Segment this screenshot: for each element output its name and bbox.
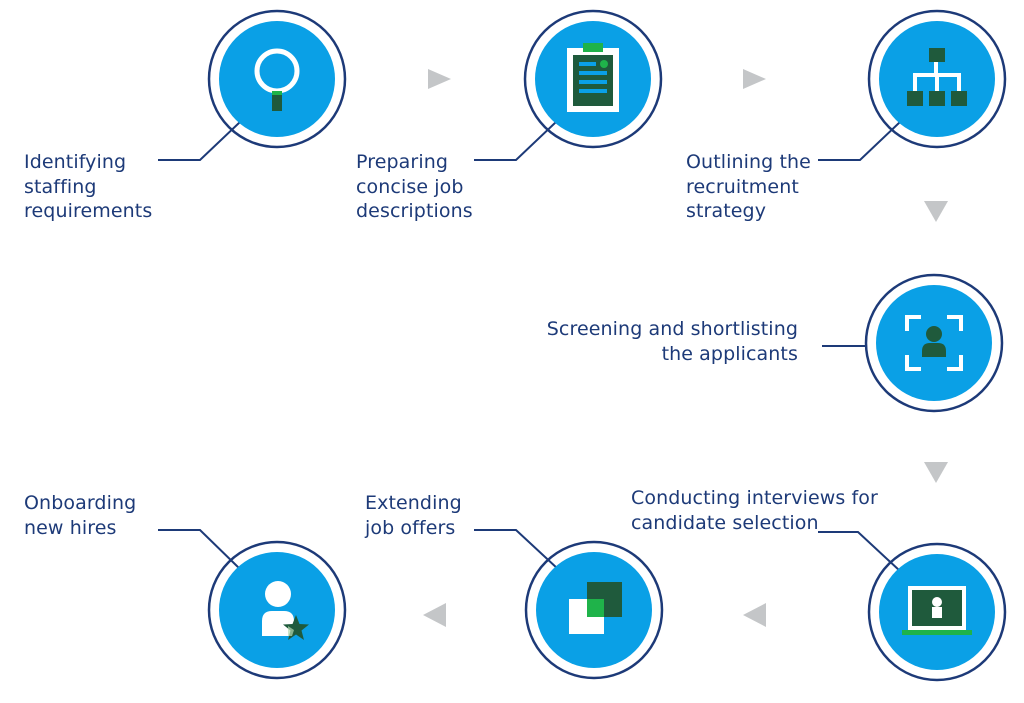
step-5-label-line-2: candidate selection xyxy=(631,511,819,534)
step-4-node xyxy=(822,273,1004,413)
step-3-node xyxy=(818,9,1007,161)
circle-ring xyxy=(523,9,663,149)
circle-ring xyxy=(207,540,347,680)
step-2-node xyxy=(474,9,663,161)
step-2-label-line-1: Preparing xyxy=(356,151,449,173)
connector-line xyxy=(474,121,557,161)
flow-arrow-right-2 xyxy=(743,69,766,89)
connector-line xyxy=(474,529,559,570)
step-5-node xyxy=(818,531,1007,682)
step-3-label-line-3: strategy xyxy=(686,200,767,222)
connector-line xyxy=(818,121,901,161)
circle-fill xyxy=(219,552,335,668)
step-5-label-line-1: Conducting interviews for xyxy=(631,487,878,509)
flow-arrow-right-1 xyxy=(428,69,451,89)
step-4-label-line-2: the applicants xyxy=(661,342,798,365)
step-1-label-line-1: Identifying xyxy=(24,151,127,173)
flow-arrow-down-1 xyxy=(924,201,948,222)
step-4-label: Screening and shortlisting the applicant… xyxy=(547,317,798,366)
step-6-label-line-1: Extending xyxy=(365,492,462,514)
step-6-label: Extending job offers xyxy=(365,491,462,540)
step-2-label-line-2: concise job xyxy=(356,175,464,198)
step-3-label-line-1: Outlining the xyxy=(686,151,811,173)
flow-arrow-left-2 xyxy=(423,603,446,627)
step-7-label: Onboarding new hires xyxy=(24,491,136,540)
circle-fill xyxy=(219,21,335,137)
step-3-label-line-2: recruitment xyxy=(686,175,799,198)
step-7-label-line-1: Onboarding xyxy=(24,492,137,514)
circle-ring xyxy=(864,273,1004,413)
step-1-label-line-2: staffing xyxy=(24,175,97,198)
step-4-label-line-1: Screening and shortlisting xyxy=(546,318,798,340)
connector-line xyxy=(158,121,241,161)
step-2-label-line-3: descriptions xyxy=(356,200,473,222)
step-7-label-line-2: new hires xyxy=(24,516,117,539)
step-2-label: Preparing concise job descriptions xyxy=(356,150,473,224)
connector-line xyxy=(158,529,241,570)
flow-arrow-down-2 xyxy=(924,462,948,483)
step-7-node xyxy=(158,529,347,680)
step-5-label: Conducting interviews for candidate sele… xyxy=(631,486,878,535)
video-call-icon xyxy=(902,586,972,635)
focus-person-icon xyxy=(905,315,963,371)
circle-ring xyxy=(524,540,664,680)
clipboard-icon xyxy=(567,43,619,112)
step-3-label: Outlining the recruitment strategy xyxy=(686,150,811,224)
person-star-icon xyxy=(262,581,309,640)
step-1-node xyxy=(158,9,347,161)
step-1-label-line-3: requirements xyxy=(24,200,153,222)
step-6-node xyxy=(474,529,664,680)
step-6-label-line-2: job offers xyxy=(365,516,456,539)
magnifier-icon xyxy=(254,48,300,111)
org-chart-icon xyxy=(907,48,967,106)
circle-ring xyxy=(867,542,1007,682)
circle-ring xyxy=(867,9,1007,149)
step-1-label: Identifying staffing requirements xyxy=(24,150,152,224)
overlapping-squares-icon xyxy=(569,582,622,634)
circle-ring xyxy=(207,9,347,149)
connector-line xyxy=(818,531,901,572)
flow-arrow-left-1 xyxy=(743,603,766,627)
